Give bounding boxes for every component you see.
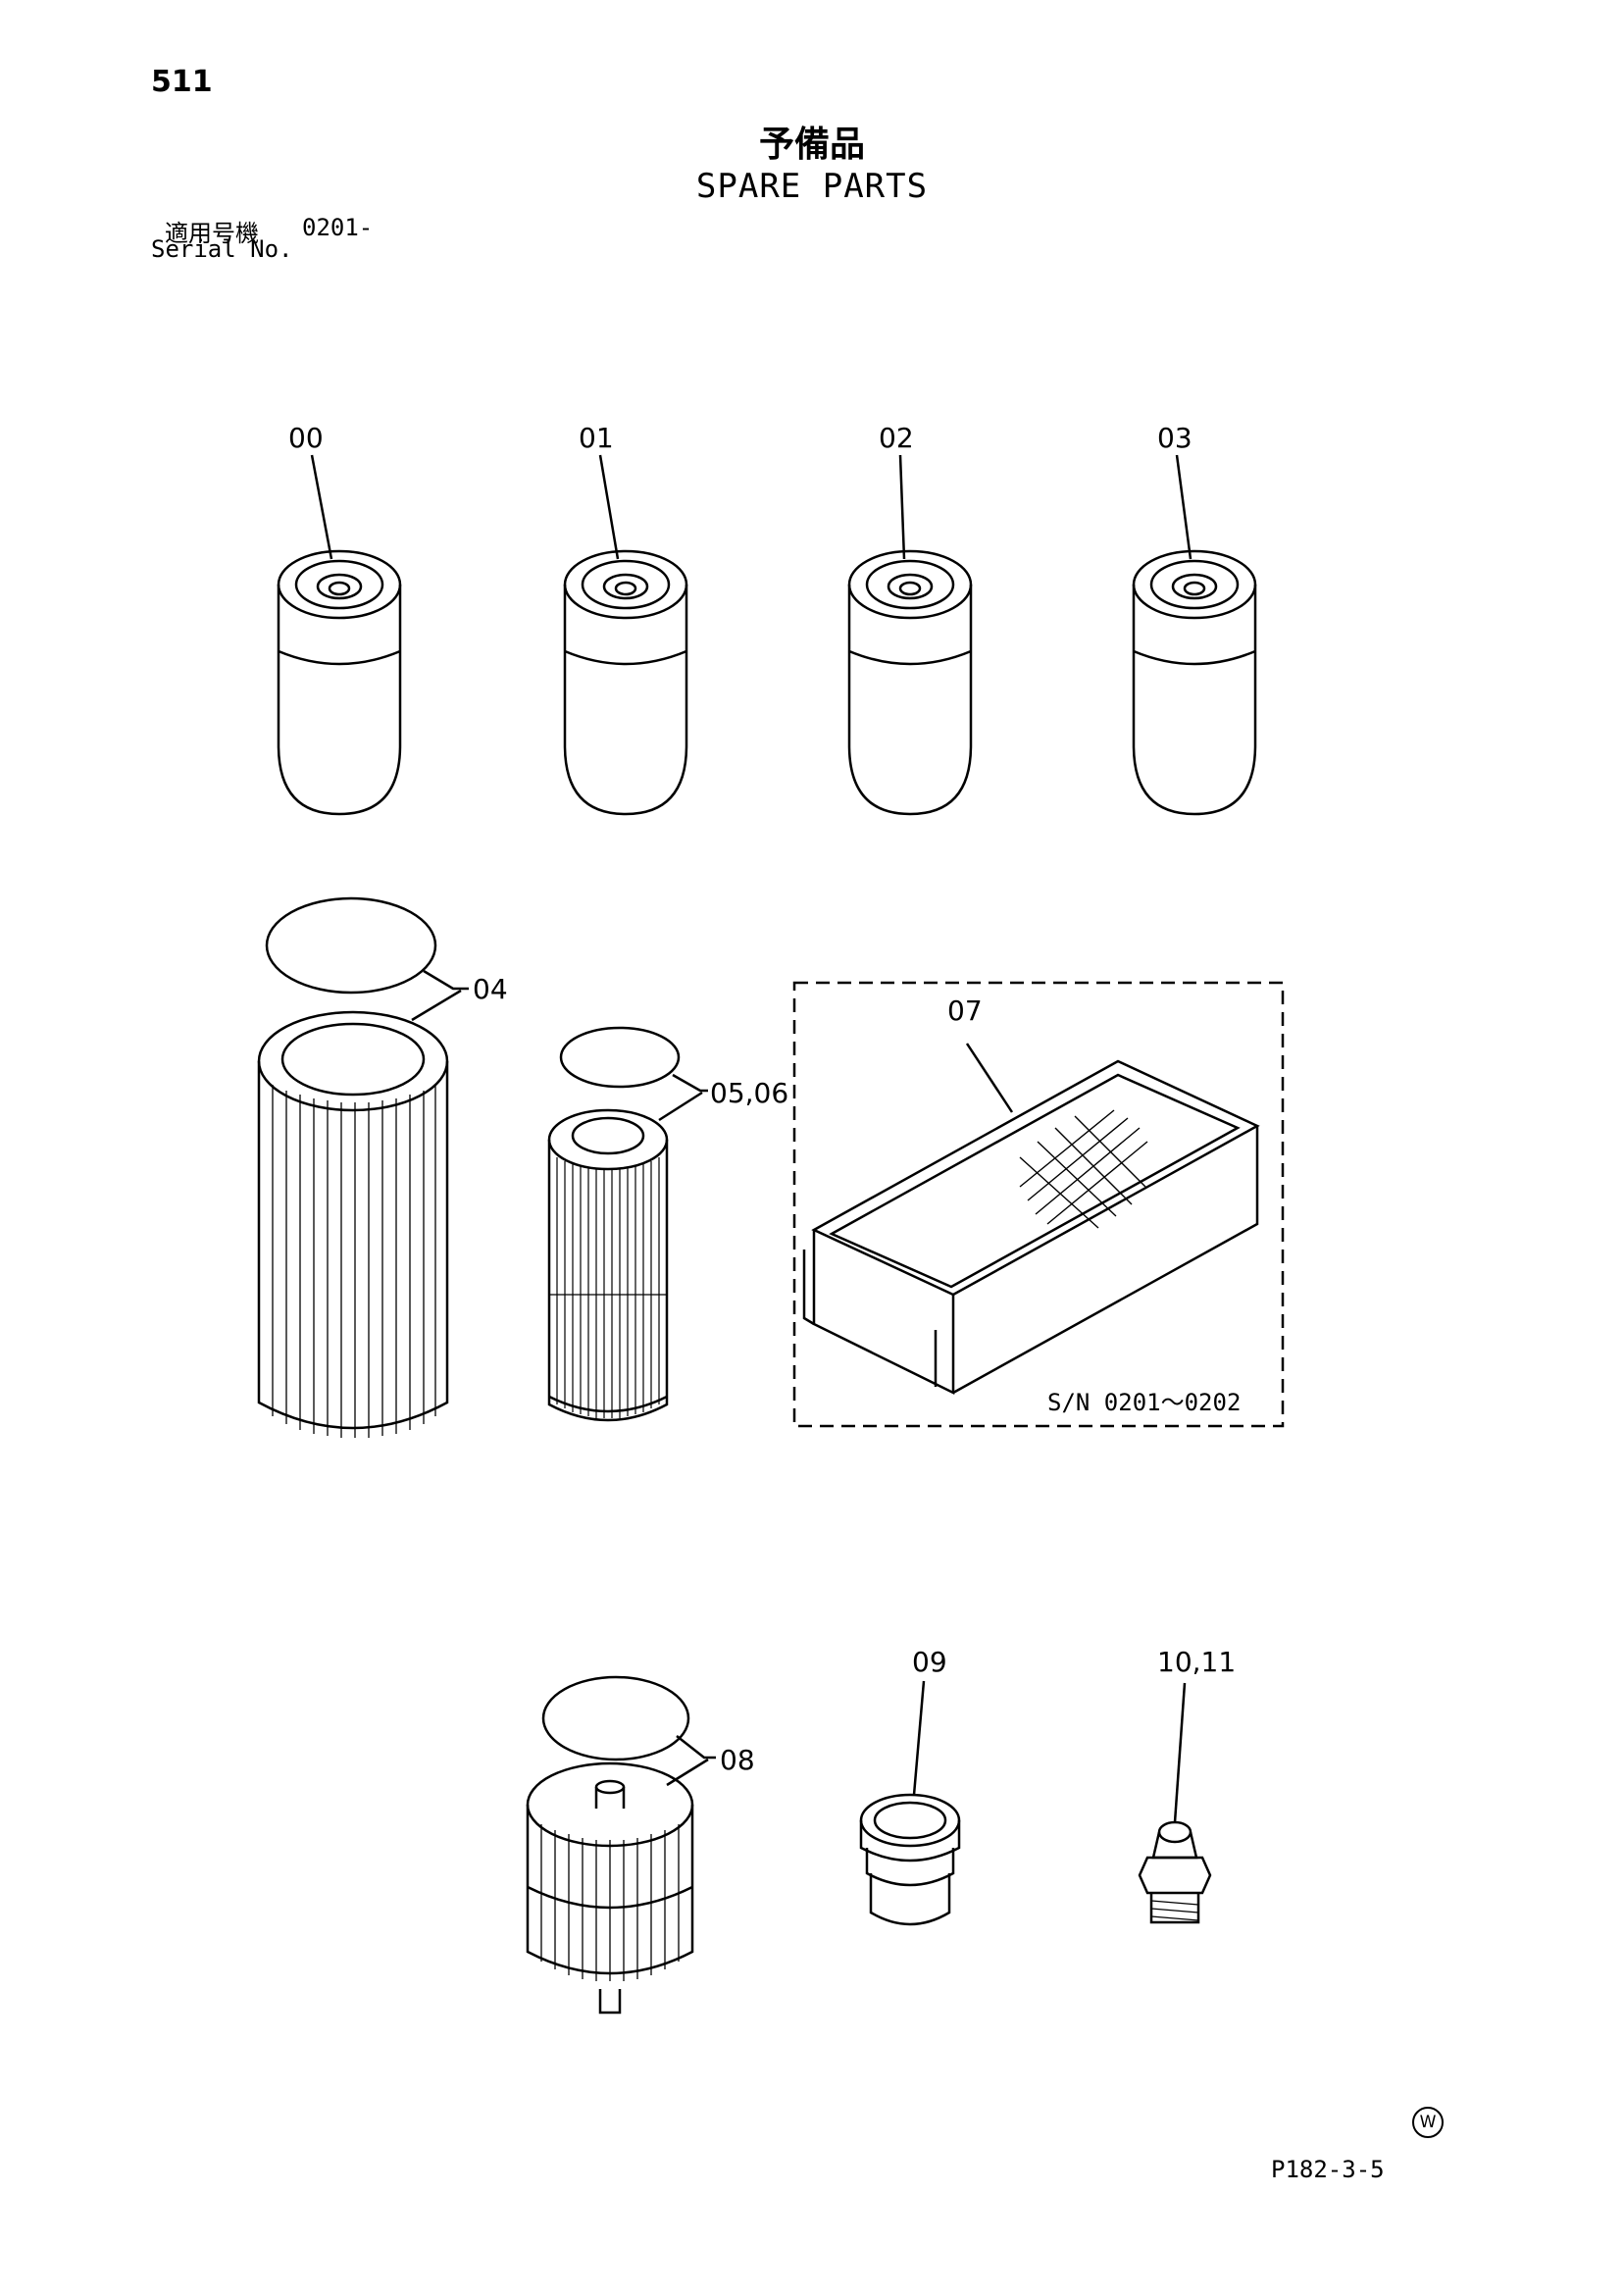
o-ring-04 [265,896,437,995]
callout-10-11: 10,11 [1157,1646,1236,1678]
leader-line-05-06a [672,1073,708,1093]
figure-code: P182-3-5 [1271,2156,1385,2183]
callout-00: 00 [288,422,324,454]
dashed-frame [792,981,1285,1428]
leader-line-10-11 [1173,1682,1187,1823]
serial-label-english: Serial No. [151,235,293,263]
filter-00 [277,454,402,816]
filter-01 [563,454,688,816]
leader-line-03 [1175,454,1193,560]
callout-05-06: 05,06 [710,1077,788,1109]
element-04 [257,896,469,1438]
leader-line-08b [666,1758,709,1787]
page-title-japanese: 予備品 [758,125,865,165]
filter-03 [1132,454,1257,816]
element-08 [526,1675,716,2015]
callout-08: 08 [720,1744,755,1776]
page-title-english: SPARE PARTS [695,167,929,206]
callout-03: 03 [1157,422,1193,454]
filter-02 [847,454,973,816]
leader-line-07 [965,1043,1014,1113]
w-mark: W [1412,2107,1444,2138]
leader-line-00 [310,454,333,560]
part-10-11 [1138,1682,1212,1924]
air-filter-07-box [792,981,1285,1428]
element-05-06 [547,1026,708,1422]
serial-label-japanese: 適用号機 [165,220,259,247]
page-number: 511 [151,65,213,99]
serial-value: 0201- [302,214,374,241]
serial-range-note: S/N 0201～0202 [1047,1389,1241,1416]
leader-line-08a [676,1735,716,1760]
o-ring-05-06 [559,1026,681,1089]
leader-line-04b [411,989,462,1022]
leader-line-02 [898,454,906,560]
leader-line-01 [598,454,620,560]
part-09 [859,1680,961,1926]
callout-07: 07 [947,995,983,1027]
o-ring-08 [541,1675,690,1761]
callout-02: 02 [879,422,914,454]
leader-line-09 [912,1680,926,1796]
callout-09: 09 [912,1646,947,1678]
callout-01: 01 [579,422,614,454]
leader-line-04a [423,969,469,991]
leader-line-05-06b [658,1091,703,1122]
callout-04: 04 [473,973,508,1005]
